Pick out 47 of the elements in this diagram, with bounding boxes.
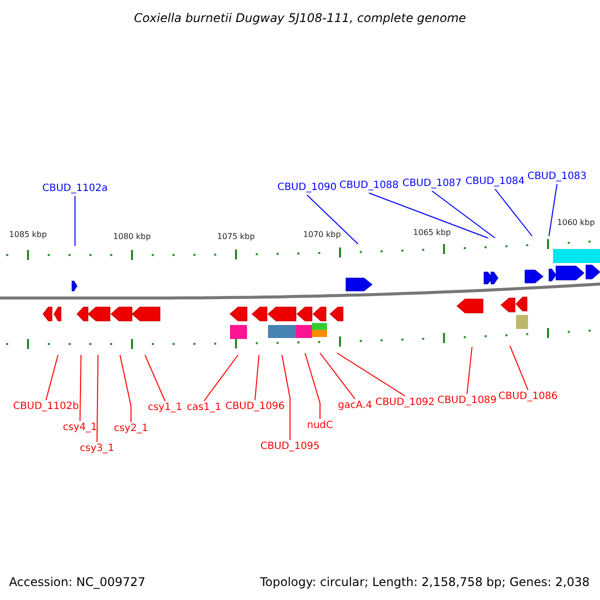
leader-line bbox=[80, 354, 82, 422]
title: Coxiella burnetii Dugway 5J108-111, complete genome bbox=[134, 12, 466, 24]
leader-line bbox=[204, 354, 238, 402]
gene-label: cas1_1 bbox=[186, 403, 222, 413]
leader-line bbox=[368, 192, 488, 238]
leader-line bbox=[120, 354, 132, 422]
gene-label: CBUD_1090 bbox=[277, 183, 337, 193]
footer-text: Accession: NC_009727 bbox=[9, 576, 146, 588]
gene-label: csy1_1 bbox=[148, 403, 182, 413]
leader-line bbox=[494, 188, 532, 236]
leader-line bbox=[254, 354, 260, 400]
gene-label: CBUD_1087 bbox=[402, 179, 462, 189]
gene-label: nudC bbox=[307, 421, 333, 431]
scale-label: 1080 kbp bbox=[113, 233, 151, 241]
gene-label: CBUD_1095 bbox=[260, 442, 320, 452]
gene-label: csy2_1 bbox=[114, 424, 148, 434]
leader-line bbox=[74, 196, 76, 246]
scale-label: 1060 kbp bbox=[557, 219, 595, 227]
leader-line bbox=[144, 354, 166, 402]
scale-label: 1075 kbp bbox=[217, 233, 255, 241]
leader-line bbox=[306, 194, 358, 244]
leader-line bbox=[432, 190, 496, 238]
gene-label: CBUD_1083 bbox=[527, 172, 587, 182]
scale-label: 1085 kbp bbox=[9, 231, 47, 239]
leader-line bbox=[282, 354, 290, 440]
gene-label: CBUD_1102b bbox=[13, 402, 79, 412]
gene-label: csy3_1 bbox=[80, 444, 114, 454]
scale-label: 1065 kbp bbox=[413, 229, 451, 237]
footer-text: Topology: circular; Length: 2,158,758 bp; Genes: 2,038 bbox=[260, 576, 590, 588]
leader-line bbox=[96, 354, 98, 442]
gene-label: gacA.4 bbox=[338, 401, 372, 411]
leader-line bbox=[510, 346, 528, 390]
leader-line bbox=[46, 354, 58, 400]
gene-label: CBUD_1102a bbox=[42, 184, 108, 194]
gene-label: CBUD_1088 bbox=[339, 181, 399, 191]
gene-label: CBUD_1086 bbox=[498, 392, 558, 402]
leader-line bbox=[304, 352, 320, 420]
leader-line bbox=[320, 352, 356, 400]
leader-line bbox=[466, 346, 472, 394]
scale-label: 1070 kbp bbox=[303, 231, 341, 239]
gene-label: csy4_1 bbox=[62, 423, 98, 433]
gene-label: CBUD_1096 bbox=[225, 402, 285, 412]
gene-label: CBUD_1092 bbox=[375, 398, 435, 408]
leader-line bbox=[548, 184, 558, 236]
leader-line bbox=[336, 352, 406, 396]
gene-label: CBUD_1084 bbox=[465, 177, 525, 187]
gene-label: CBUD_1089 bbox=[437, 396, 497, 406]
